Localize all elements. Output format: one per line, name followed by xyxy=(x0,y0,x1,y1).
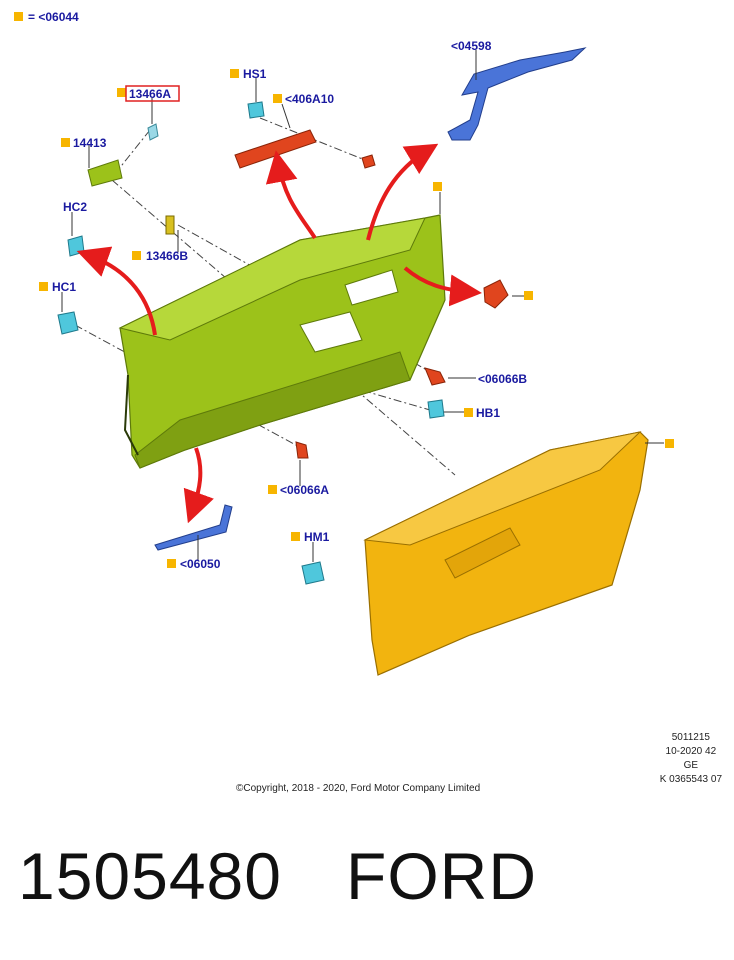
legend-text: = <06044 xyxy=(28,10,79,24)
legend-square-icon xyxy=(14,12,23,21)
latch-striker xyxy=(483,279,509,309)
callout-square-icon xyxy=(273,94,282,103)
callout-square-icon xyxy=(665,439,674,448)
bolt-HB1 xyxy=(427,399,445,419)
direction-arrows xyxy=(76,143,482,524)
callout-square-icon xyxy=(39,282,48,291)
callout-13466B: 13466B xyxy=(146,249,188,263)
highlight-box xyxy=(125,85,180,102)
brand-name: FORD xyxy=(346,839,537,913)
drawing-id: 5011215 xyxy=(671,732,710,743)
damper-end-clip xyxy=(361,154,376,169)
callout-square-icon xyxy=(167,559,176,568)
drawing-region: GE xyxy=(683,760,699,771)
exploded-parts-diagram: = <06044 xyxy=(14,10,674,676)
lamp-14413 xyxy=(87,159,123,187)
callout-04598: <04598 xyxy=(451,39,492,53)
clip-HC2 xyxy=(67,235,85,257)
callout-HM1: HM1 xyxy=(304,530,330,544)
copyright-text: ©Copyright, 2018 - 2020, Ford Motor Comp… xyxy=(236,783,481,794)
callout-HC1: HC1 xyxy=(52,280,76,294)
glove-box-housing xyxy=(118,214,446,469)
part-number: 1505480 xyxy=(18,839,282,913)
glove-box-door xyxy=(363,431,649,676)
clip-HC1 xyxy=(57,311,79,335)
callout-06066B: <06066B xyxy=(478,372,527,386)
bulb-13466A xyxy=(147,123,159,141)
callout-square-icon xyxy=(230,69,239,78)
callout-square-icon xyxy=(433,182,442,191)
callout-HB1: HB1 xyxy=(476,406,500,420)
leader-lines xyxy=(61,50,664,562)
damper-406A10 xyxy=(234,129,317,169)
callout-06050: <06050 xyxy=(180,557,221,571)
nut-HM1 xyxy=(301,561,325,585)
callout-406A10: <406A10 xyxy=(285,92,334,106)
bumper-06066B xyxy=(424,367,446,386)
bracket-04598 xyxy=(447,47,587,141)
callout-square-icon xyxy=(464,408,473,417)
drawing-info-block: 5011215 10-2020 42 GE K 0365543 07 xyxy=(660,731,722,787)
callout-13466A: 13466A xyxy=(129,87,171,101)
callout-square-icon xyxy=(61,138,70,147)
screw-HS1 xyxy=(247,101,265,119)
callout-square-icon xyxy=(524,291,533,300)
callout-HC2: HC2 xyxy=(63,200,87,214)
callout-06066A: <06066A xyxy=(280,483,329,497)
bumper-06066A xyxy=(295,441,309,459)
callout-labels: <04598 13466A HS1 <406A10 14413 HC2 1346… xyxy=(39,39,674,571)
callout-square-icon xyxy=(117,88,126,97)
callout-square-icon xyxy=(268,485,277,494)
drawing-ref: K 0365543 07 xyxy=(659,774,722,785)
drawing-date: 10-2020 42 xyxy=(665,746,717,757)
screw-13466B xyxy=(165,215,175,235)
callout-square-icon xyxy=(291,532,300,541)
callout-14413: 14413 xyxy=(73,136,107,150)
bracket-06050 xyxy=(154,504,233,551)
callout-square-icon xyxy=(132,251,141,260)
callout-HS1: HS1 xyxy=(243,67,267,81)
